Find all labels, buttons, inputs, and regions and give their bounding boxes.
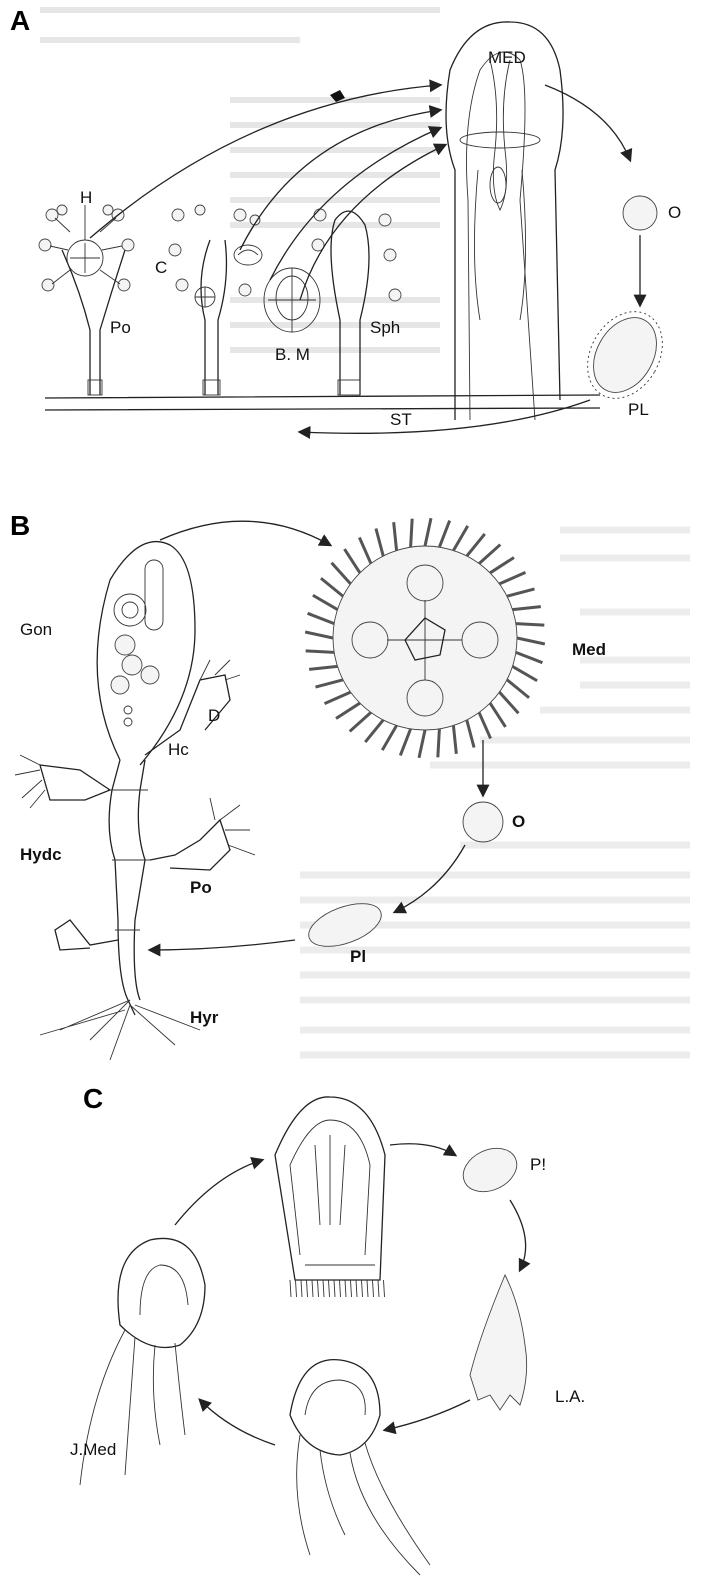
box-medusa-tentacle [378,1280,379,1297]
box-medusa-tentacle [323,1280,324,1297]
panel-b-drawing [0,500,702,1065]
box-medusa-tentacle [312,1280,313,1297]
medusa-tentacle [425,518,431,546]
medusa-tentacle [499,572,525,584]
label-med-b: Med [572,640,606,660]
medusa-tentacle [400,729,410,756]
label-pl-a: PL [628,400,649,420]
medusa-tentacle [411,519,413,547]
medusa-tentacle [507,589,535,596]
medusa-tentacle [439,521,449,548]
medusa-tentacle [438,729,440,757]
medusa-tentacle [507,680,529,698]
medusa-tentacle [512,666,537,680]
medusa-tentacle [308,613,335,623]
box-medusa-tentacle [296,1280,297,1297]
label-hc-b: Hc [168,740,189,760]
box-medusa-tentacle [329,1280,330,1297]
medusa-tentacle [350,712,371,731]
medusa-tentacle [490,703,505,727]
label-po-a: Po [110,318,131,338]
label-la-c: L.A. [555,1387,585,1407]
medusa-tentacle [321,578,343,596]
box-medusa-tentacle [307,1280,308,1297]
box-medusa-tentacle [301,1280,302,1297]
medusa-tentacle [332,563,351,584]
medusa-tentacle [467,534,485,556]
panel-a: A [0,0,702,470]
medusa-tentacle [517,638,545,644]
label-h-a: H [80,188,92,208]
medusa-tentacle [344,549,359,573]
box-medusa-tentacle [345,1280,346,1297]
label-gon-b: Gon [20,620,52,640]
label-po-b: Po [190,878,212,898]
label-hyr-b: Hyr [190,1008,218,1028]
medusa-tentacle [376,528,383,556]
panel-c: C P! L.A. J.Med [0,1075,702,1585]
medusa-tentacle [325,692,351,704]
medusa-tentacle [453,526,467,551]
medusa-tentacle [479,712,491,738]
medusa-tentacle [499,692,518,713]
medusa-tentacle [453,725,456,753]
medusa-tentacle [512,607,540,610]
medusa-tentacle [309,666,337,669]
label-jmed-c: J.Med [70,1440,116,1460]
label-o-a: O [668,203,681,223]
label-med-a: MED [488,48,526,68]
medusa-tentacle [394,522,397,550]
medusa-tentacle [467,720,474,748]
label-sph-a: Sph [370,318,400,338]
medusa-tentacle [382,725,396,750]
medusa-tentacle [365,720,383,742]
panel-b: B [0,500,702,1065]
label-d-b: D [208,706,220,726]
box-medusa-tentacle [356,1280,357,1297]
box-medusa-tentacle [340,1280,341,1297]
box-medusa-tentacle [367,1280,368,1297]
label-st-a: ST [390,410,412,430]
medusa-tentacle [313,595,338,609]
medusa-tentacle [336,703,360,718]
medusa-tentacle [315,680,343,687]
label-pl-b: Pl [350,947,366,967]
box-medusa-tentacle [318,1280,319,1297]
medusa-tentacle [516,624,544,626]
box-medusa-tentacle [351,1280,352,1297]
medusa-tentacle [479,545,500,564]
box-medusa-tentacle [334,1280,335,1297]
label-hydc-b: Hydc [20,845,62,865]
medusa-tentacle [419,730,425,758]
panel-c-drawing [0,1075,702,1585]
medusa-tentacle [306,651,334,653]
box-medusa-tentacle [362,1280,363,1297]
label-pl-c: P! [530,1155,546,1175]
box-medusa-tentacle [290,1280,291,1297]
label-bm-a: B. M [275,345,310,365]
box-medusa-tentacle [384,1280,385,1297]
label-o-b: O [512,812,525,832]
panel-a-drawing [0,0,702,470]
medusa-tentacle [490,557,514,572]
box-medusa-tentacle [373,1280,374,1297]
label-c-a: C [155,258,167,278]
medusa-tentacle [359,538,371,564]
medusa-tentacle [516,652,543,662]
medusa-tentacle [305,632,333,638]
